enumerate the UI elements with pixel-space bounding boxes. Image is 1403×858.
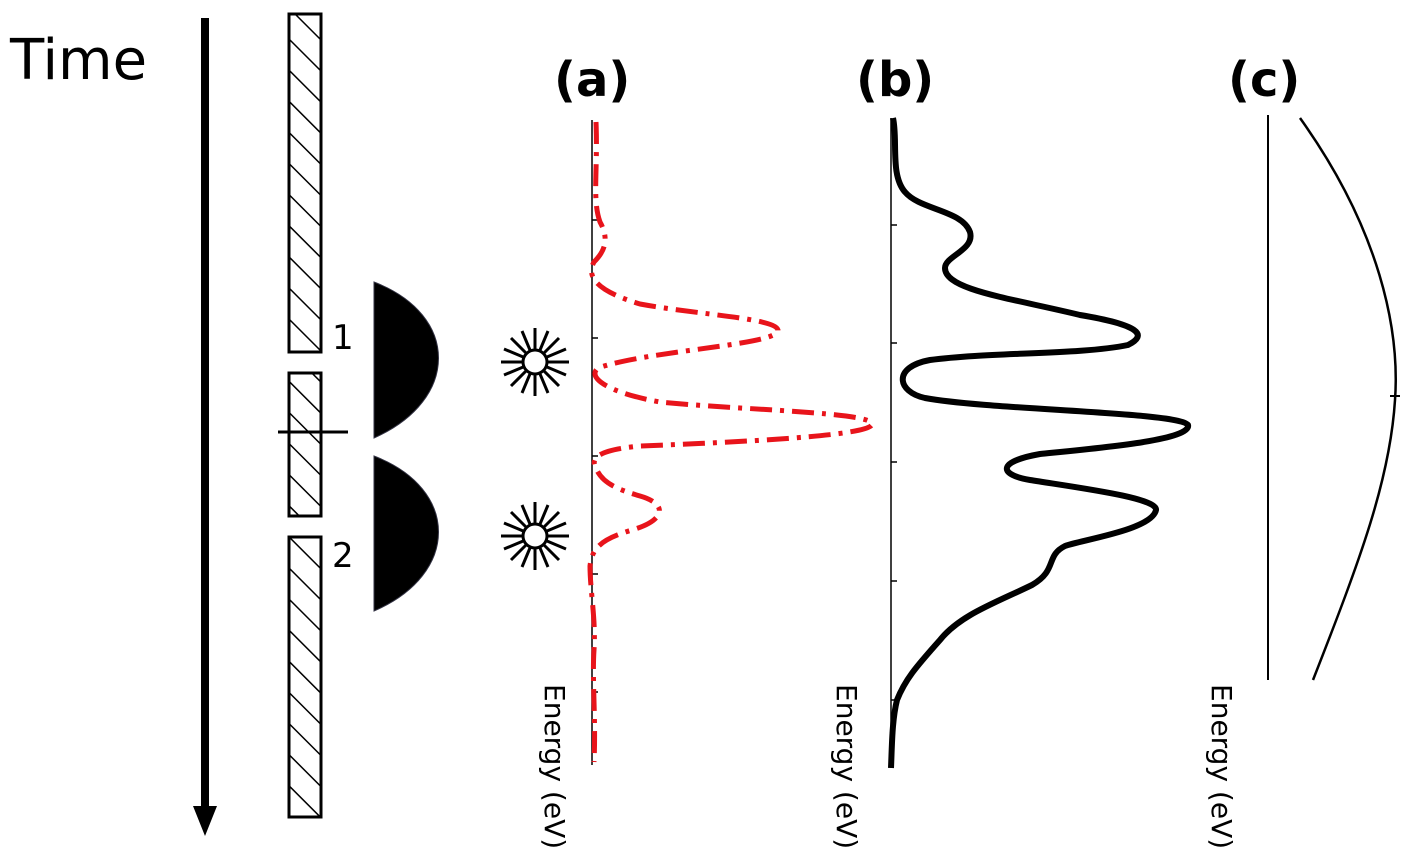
panel-a-curve <box>587 121 875 763</box>
pulse-2-shape <box>373 455 439 612</box>
panel-b-axis <box>890 118 897 768</box>
panel-b-curve <box>888 117 1191 769</box>
hatched-slab-top <box>287 12 323 354</box>
hatched-slab-middle <box>287 371 323 518</box>
pulse-1-label: 1 <box>332 318 354 358</box>
panel-a-label: (a) <box>554 52 631 108</box>
panel-c-label: (c) <box>1228 52 1301 108</box>
time-label: Time <box>10 28 148 93</box>
panel-c-axis <box>1267 115 1400 680</box>
panel-c-curve <box>1298 117 1397 681</box>
panel-b-axis-label: Energy (eV) <box>830 684 863 850</box>
sun-burst-icon <box>501 328 569 396</box>
sun-burst-icon <box>501 502 569 570</box>
hatched-slab-bottom <box>287 535 323 819</box>
panel-b-label: (b) <box>856 52 935 108</box>
panel-c-axis-label: Energy (eV) <box>1205 684 1238 850</box>
panel-a-axis-label: Energy (eV) <box>538 684 571 850</box>
pulse-2-label: 2 <box>332 536 354 576</box>
pulse-1-shape <box>373 281 439 439</box>
time-arrow-icon <box>193 18 217 836</box>
